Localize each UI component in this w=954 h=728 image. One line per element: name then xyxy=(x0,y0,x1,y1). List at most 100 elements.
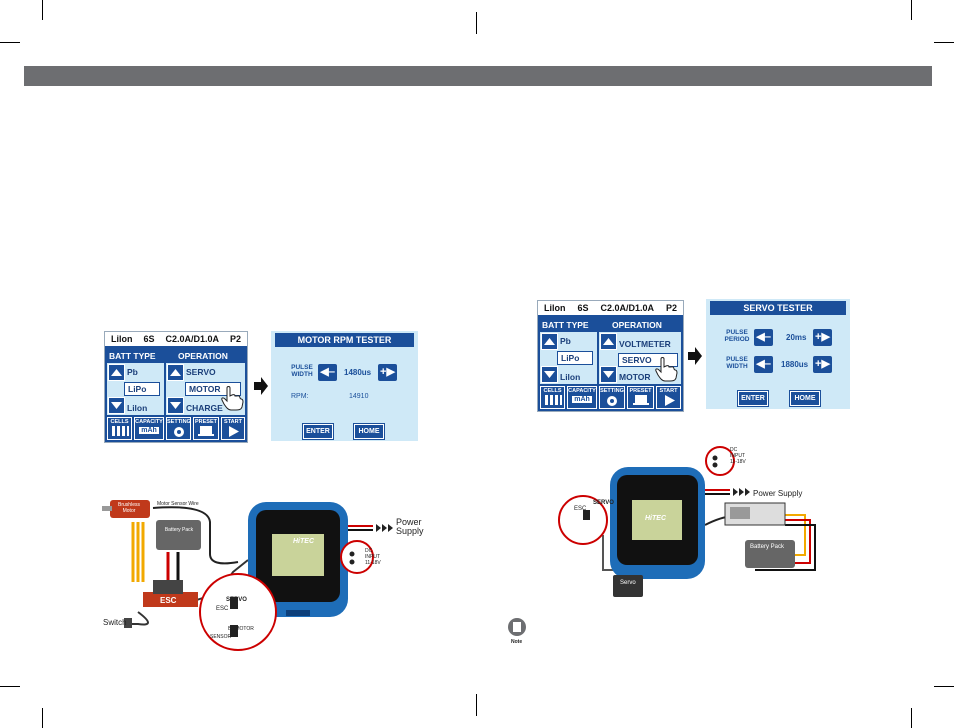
note-icon xyxy=(508,618,526,636)
status-cells: 6S xyxy=(143,334,155,344)
op-item-motor[interactable]: MOTOR xyxy=(619,372,651,382)
battery-cells-icon xyxy=(544,395,562,405)
battery-cells-icon xyxy=(111,426,129,436)
play-icon xyxy=(664,395,675,406)
preset-button[interactable]: PRESET xyxy=(627,386,654,409)
crop-mark xyxy=(42,0,43,20)
batt-type-heading: BATT TYPE xyxy=(542,320,589,330)
width-decrease-button[interactable]: ◀‒ xyxy=(754,356,773,373)
op-up-button[interactable] xyxy=(167,364,184,381)
batt-type-list: Pb LiPo Lilon xyxy=(540,332,597,384)
status-page: P2 xyxy=(229,334,241,344)
start-button[interactable]: START xyxy=(656,386,681,409)
triangle-up-icon xyxy=(544,338,555,345)
crop-mark xyxy=(0,686,20,687)
lcd-operation-screen-right: Lilon 6S C2.0A/D1.0A P2 BATT TYPE OPERAT… xyxy=(537,300,684,412)
motor-label: Brushless Motor xyxy=(118,502,140,514)
crop-mark xyxy=(934,686,954,687)
status-batt: Lilon xyxy=(544,303,566,313)
servo-wiring-diagram xyxy=(558,446,816,597)
flow-arrow-icon xyxy=(254,377,268,395)
pulse-period-value: 20ms xyxy=(786,333,807,342)
triangle-down-icon xyxy=(544,371,555,378)
cells-button[interactable]: CELLS xyxy=(107,417,132,440)
charger-brand: HiTEC xyxy=(293,538,314,545)
panel-title: MOTOR RPM TESTER xyxy=(275,333,414,347)
op-down-button[interactable] xyxy=(167,397,184,414)
battery-pack xyxy=(745,540,795,568)
batt-down-button[interactable] xyxy=(541,366,558,383)
operation-heading: OPERATION xyxy=(178,351,228,361)
triangle-up-icon xyxy=(111,369,122,376)
hand-pointer-icon xyxy=(655,357,678,382)
batt-up-button[interactable] xyxy=(541,333,558,350)
rpm-label: RPM: xyxy=(291,393,309,400)
crop-mark xyxy=(934,42,954,43)
power-supply-label: Power Supply xyxy=(753,489,803,498)
op-item-servo[interactable]: SERVO xyxy=(186,367,216,377)
op-item-charge[interactable]: CHARGE xyxy=(186,403,223,413)
preset-button[interactable]: PRESET xyxy=(193,417,219,440)
hand-pointer-icon xyxy=(221,386,244,411)
note-label: Note xyxy=(511,639,523,645)
start-button[interactable]: START xyxy=(221,417,245,440)
lcd-status-bar: Lilon 6S C2.0A/D1.0A P2 xyxy=(538,301,683,317)
crop-mark xyxy=(476,694,477,716)
home-button[interactable]: HOME xyxy=(790,391,820,406)
servo-port-label: SERVO xyxy=(226,597,247,603)
capacity-unit: mAh xyxy=(572,396,592,403)
batt-item-lipo[interactable]: LiPo xyxy=(124,382,160,396)
op-up-button[interactable] xyxy=(600,333,617,350)
op-item-voltmeter[interactable]: VOLTMETER xyxy=(619,339,671,349)
play-icon xyxy=(229,426,239,437)
lcd-operation-screen-left: Lilon 6S C2.0A/D1.0A P2 BATT TYPE OPERAT… xyxy=(104,331,248,443)
batt-item-lilon[interactable]: Lilon xyxy=(560,372,581,382)
batt-item-pb[interactable]: Pb xyxy=(127,367,138,377)
operation-list: SERVO MOTOR CHARGE xyxy=(166,363,245,415)
capacity-unit: mAh xyxy=(139,427,159,434)
laptop-icon xyxy=(198,426,214,436)
setting-button[interactable]: SETTING xyxy=(599,386,625,409)
batt-type-heading: BATT TYPE xyxy=(109,351,156,361)
lcd-status-bar: Lilon 6S C2.0A/D1.0A P2 xyxy=(105,332,247,348)
esc-port-label: ESC xyxy=(216,606,229,612)
lcd-body: BATT TYPE OPERATION Pb LiPo Lilon VOLTME… xyxy=(538,317,683,411)
operation-heading: OPERATION xyxy=(612,320,662,330)
period-decrease-button[interactable]: ◀‒ xyxy=(754,329,773,346)
cells-button[interactable]: CELLS xyxy=(540,386,565,409)
batt-item-pb[interactable]: Pb xyxy=(560,336,571,346)
decrease-button[interactable]: ◀‒ xyxy=(318,364,337,381)
esc-label: ESC xyxy=(160,596,177,605)
setting-button[interactable]: SETTING xyxy=(166,417,191,440)
width-increase-button[interactable]: +▶ xyxy=(813,356,832,373)
enter-button[interactable]: ENTER xyxy=(738,391,768,406)
triangle-up-icon xyxy=(603,338,614,345)
home-button[interactable]: HOME xyxy=(354,424,384,439)
servo-label: Servo xyxy=(620,580,636,586)
batt-down-button[interactable] xyxy=(108,397,125,414)
laptop-icon xyxy=(632,395,649,405)
op-down-button[interactable] xyxy=(600,366,617,383)
crop-mark xyxy=(42,708,43,728)
battery-pack xyxy=(156,520,201,550)
pulse-width-value: 1880us xyxy=(781,360,809,369)
triangle-down-icon xyxy=(170,402,181,409)
batt-item-lipo[interactable]: LiPo xyxy=(557,351,593,365)
flow-arrow-icon xyxy=(688,347,702,365)
status-current: C2.0A/D1.0A xyxy=(600,303,654,313)
enter-button[interactable]: ENTER xyxy=(303,424,333,439)
period-increase-button[interactable]: +▶ xyxy=(813,329,832,346)
triangle-down-icon xyxy=(603,371,614,378)
crop-mark xyxy=(911,708,912,728)
increase-button[interactable]: +▶ xyxy=(378,364,397,381)
lcd-body: BATT TYPE OPERATION Pb LiPo Lilon SERVO … xyxy=(105,348,247,442)
status-page: P2 xyxy=(665,303,677,313)
batt-item-lilon[interactable]: Lilon xyxy=(127,403,148,413)
batt-up-button[interactable] xyxy=(108,364,125,381)
status-current: C2.0A/D1.0A xyxy=(165,334,219,344)
